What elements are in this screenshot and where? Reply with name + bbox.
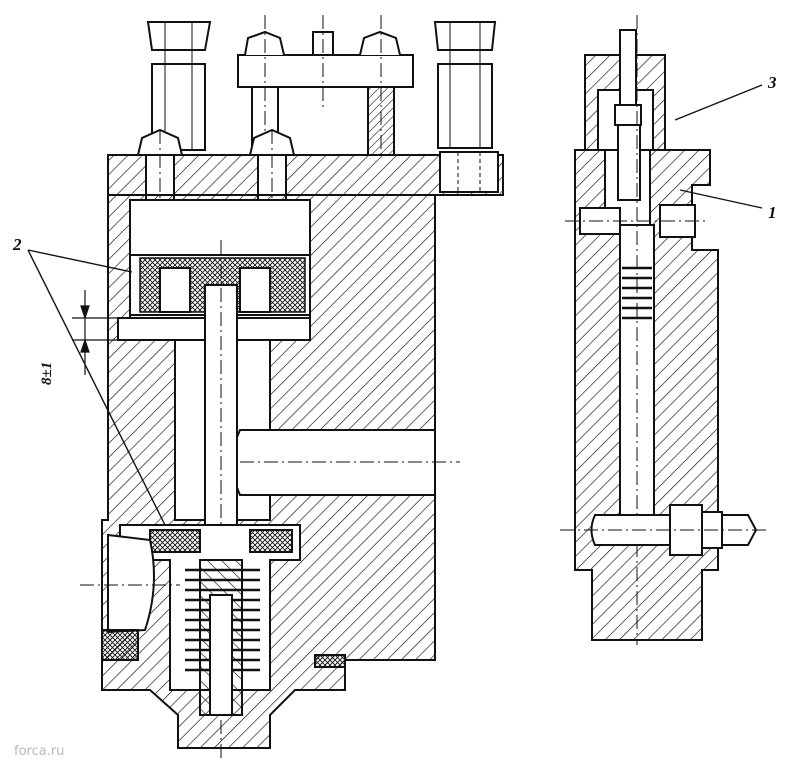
dimension-marks (72, 290, 120, 375)
right-spring (622, 266, 652, 320)
watermark: forca.ru (14, 744, 65, 759)
left-top-shafts (146, 21, 497, 151)
left-section-view (27, 15, 504, 760)
callout-label-2: 2 (13, 235, 22, 254)
dimension-label: 8±1 (39, 361, 55, 385)
callout-2-leaders (27, 249, 166, 526)
callout-label-3: 3 (768, 73, 777, 92)
right-section-view (560, 15, 770, 645)
callout-label-1: 1 (768, 203, 777, 222)
